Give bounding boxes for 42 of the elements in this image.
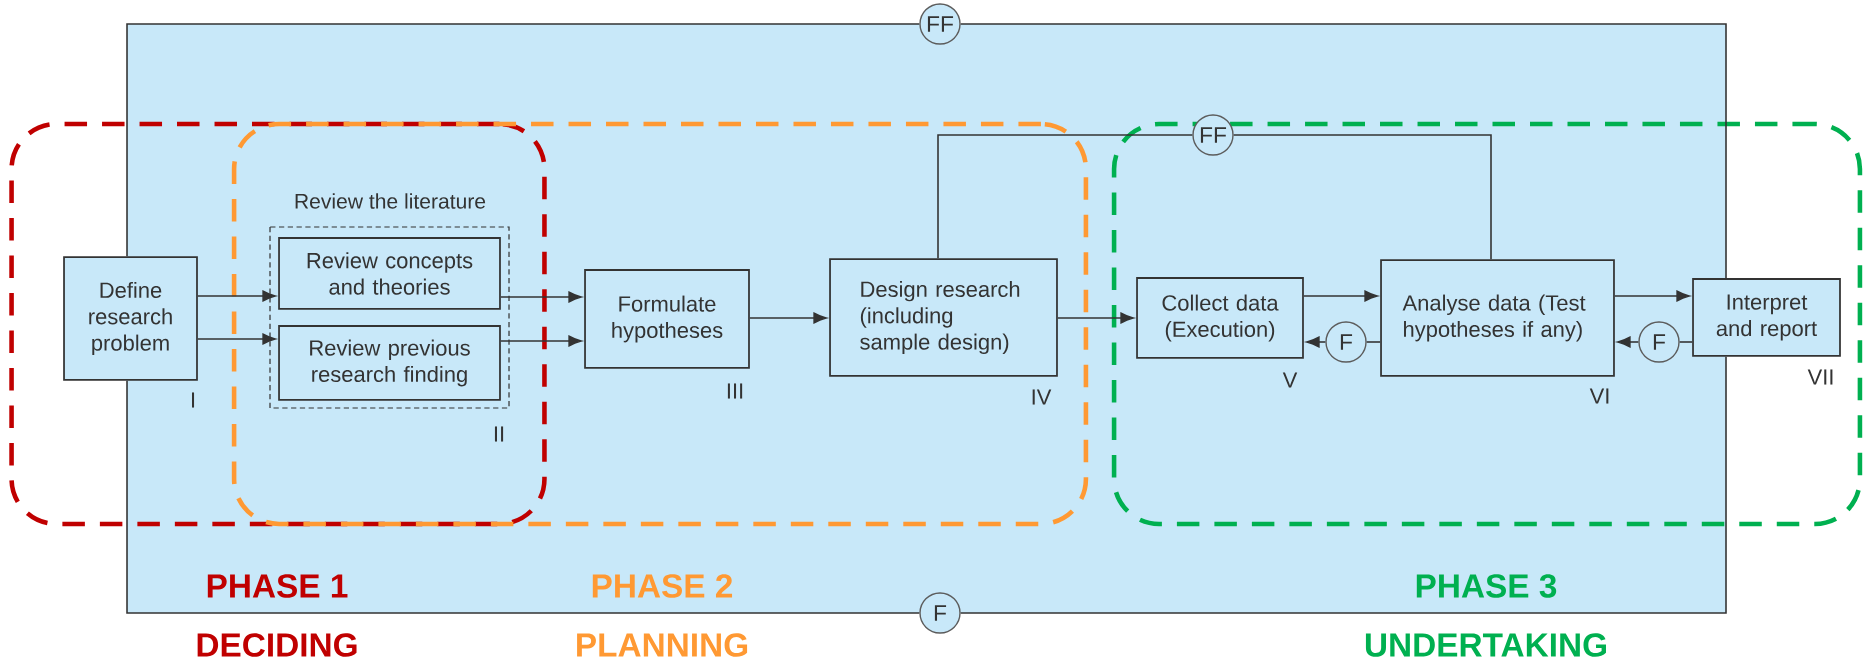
connector-line [126,23,921,257]
phase-heading: DECIDING [197,633,357,657]
arrow [1303,290,1378,302]
group-heading: Review the literature [295,193,486,209]
connector-line [959,23,1727,279]
connector-line [1365,341,1381,343]
step-number: I [192,392,195,408]
arrow [1617,336,1640,348]
phase-heading: PLANNING [577,633,748,657]
process-box: Analyse data (Test hypotheses if any) [1380,259,1615,377]
arrow [1057,312,1134,324]
connector-line [1678,341,1693,343]
arrow [1306,336,1327,348]
phase-heading: PHASE 2 [592,574,733,598]
connector-line [126,380,921,614]
arrow [197,290,276,302]
phase-heading: UNDERTAKING [1365,633,1606,657]
process-box: Design research (including sample design) [829,258,1058,377]
step-number: IV [1032,389,1052,405]
phase-heading: PHASE 1 [207,574,348,598]
step-number: VII [1807,369,1833,385]
arrow [500,335,582,347]
phase-heading: PHASE 3 [1416,574,1557,598]
arrow [197,333,276,345]
process-box: Define research problem [63,256,198,381]
step-number: III [727,383,743,399]
phase-region [9,121,547,657]
arrow [749,312,827,324]
step-number: V [1282,372,1298,388]
arrow [1614,290,1690,302]
connector-line [959,356,1727,614]
process-box: Formulate hypotheses [584,269,750,369]
connector-line [1232,134,1492,260]
process-box: Review previous research finding [278,325,501,401]
step-number: II [494,426,504,442]
connector-line [937,134,1194,259]
phase-region [1111,121,1863,657]
process-box: Collect data (Execution) [1136,277,1304,359]
process-box: Interpret and report [1692,278,1841,357]
process-box: Review concepts and theories [278,237,501,310]
arrow [500,291,582,303]
step-number: VI [1589,388,1609,404]
